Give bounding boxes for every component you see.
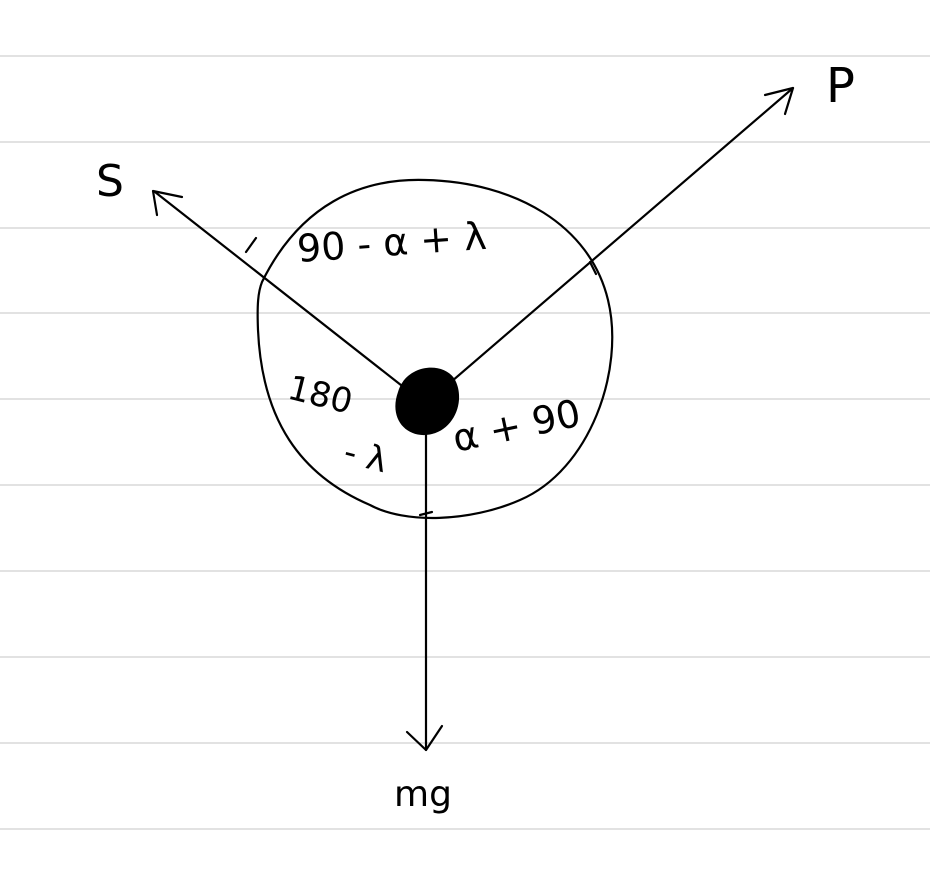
force-p-line xyxy=(428,86,795,402)
angle-left-label-line2: - λ xyxy=(340,432,392,481)
angle-tick xyxy=(244,236,258,254)
force-mg-arrowhead xyxy=(405,724,444,752)
ruled-lines xyxy=(0,55,930,830)
force-s xyxy=(151,189,422,402)
force-mg-label: mg xyxy=(394,774,452,815)
point-mass xyxy=(395,367,460,436)
angle-tick xyxy=(588,260,598,276)
force-mg xyxy=(405,403,444,752)
angle-left-label-line1: 180 xyxy=(284,368,357,423)
force-s-label: S xyxy=(96,156,124,207)
force-p-label: P xyxy=(826,58,855,114)
force-s-arrowhead xyxy=(151,189,184,217)
angle-tick xyxy=(418,510,434,517)
force-s-line xyxy=(153,190,422,402)
force-p xyxy=(428,86,795,402)
angle-top-label: 90 - α + λ xyxy=(296,214,488,271)
angle-right-label: α + 90 xyxy=(449,391,585,461)
angle-circle xyxy=(256,178,614,520)
force-p-arrowhead xyxy=(763,86,795,116)
